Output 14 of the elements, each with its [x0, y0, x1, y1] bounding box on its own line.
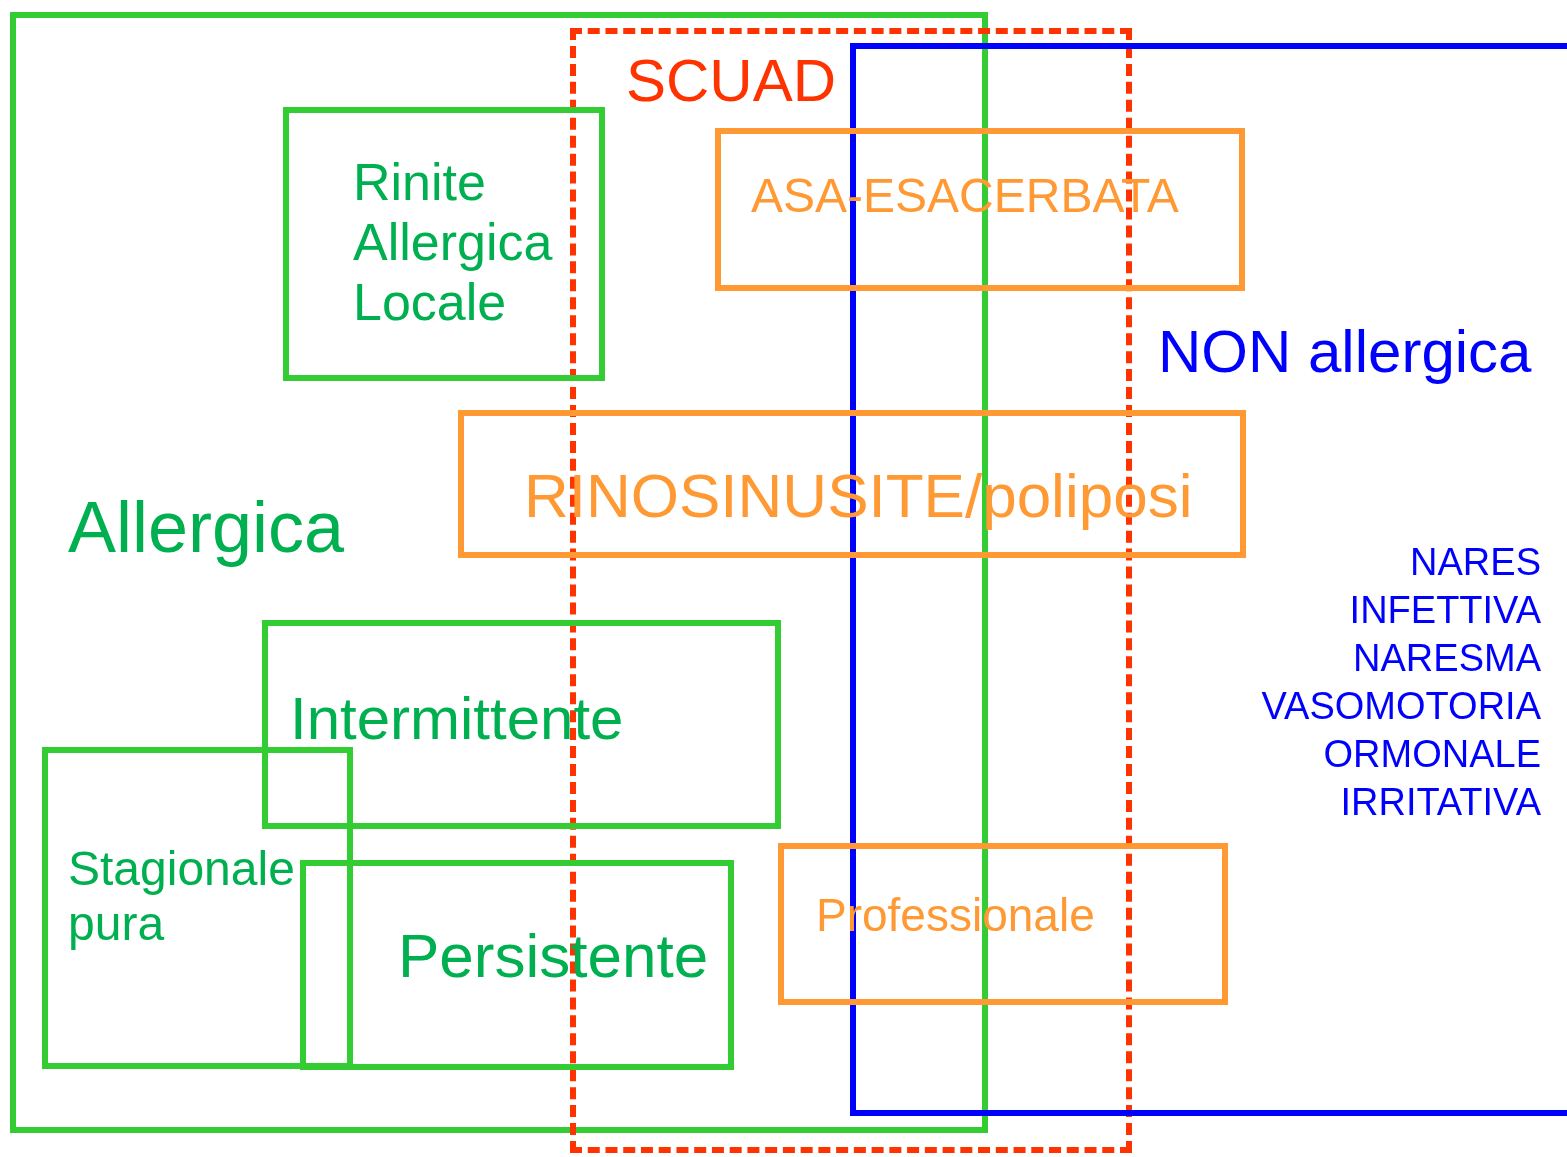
category-label: Stagionale pura	[68, 841, 296, 952]
group-title: Allergica	[68, 486, 345, 569]
category-label: NARESMA	[1352, 637, 1541, 681]
category-label: ORMONALE	[1322, 733, 1541, 777]
category-label: NARES	[1409, 541, 1541, 585]
category-label: Persistente	[398, 920, 709, 992]
group-title: SCUAD	[626, 46, 837, 115]
category-label: Intermittente	[290, 684, 624, 753]
category-label: VASOMOTORIA	[1260, 685, 1541, 729]
category-label: INFETTIVA	[1348, 589, 1541, 633]
category-label: Rinite Allergica Locale	[353, 153, 554, 333]
group-title: NON allergica	[1158, 317, 1532, 386]
category-box	[42, 747, 353, 1069]
category-label: IRRITATIVA	[1339, 781, 1541, 825]
